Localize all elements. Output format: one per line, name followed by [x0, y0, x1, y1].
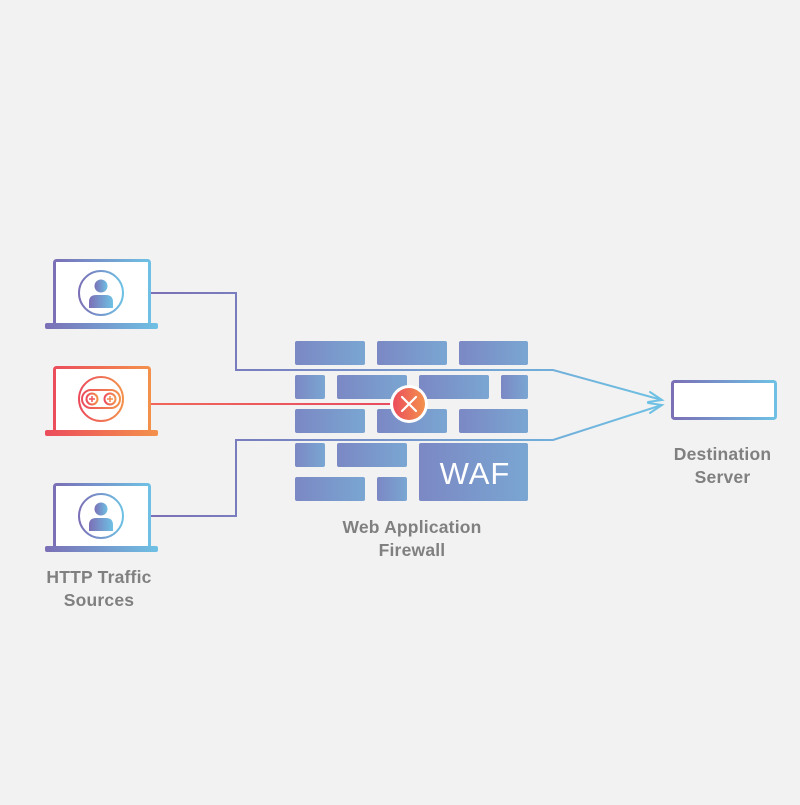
waf-label-line-1: Web Application — [342, 517, 482, 537]
block-x-icon — [390, 385, 428, 423]
destination-server-label: Destination Server — [645, 443, 800, 489]
user-icon — [78, 493, 124, 539]
sources-label-line-1: HTTP Traffic — [46, 567, 152, 587]
edge-bottom-user-to-server — [150, 404, 663, 517]
laptop-bottom-user — [45, 483, 158, 552]
waf-brick-wall — [295, 341, 528, 501]
waf-label-line-2: Firewall — [378, 540, 446, 560]
server-icon — [687, 393, 763, 407]
waf-label-block — [419, 443, 528, 501]
waf-label: Web Application Firewall — [300, 516, 524, 562]
connection-lines — [150, 292, 663, 517]
waf-wall-text: WAF — [440, 456, 511, 491]
laptop-top-user — [45, 259, 158, 329]
server-label-line-2: Server — [694, 467, 751, 487]
laptop-malicious-bot — [45, 366, 158, 436]
user-icon — [78, 270, 124, 316]
http-traffic-sources-label: HTTP Traffic Sources — [20, 566, 178, 612]
destination-server — [671, 380, 777, 420]
server-label-line-1: Destination — [673, 444, 772, 464]
arrowheads — [647, 391, 665, 414]
bot-icon — [78, 376, 124, 422]
edge-top-user-to-server — [150, 292, 663, 401]
sources-label-line-2: Sources — [63, 590, 135, 610]
